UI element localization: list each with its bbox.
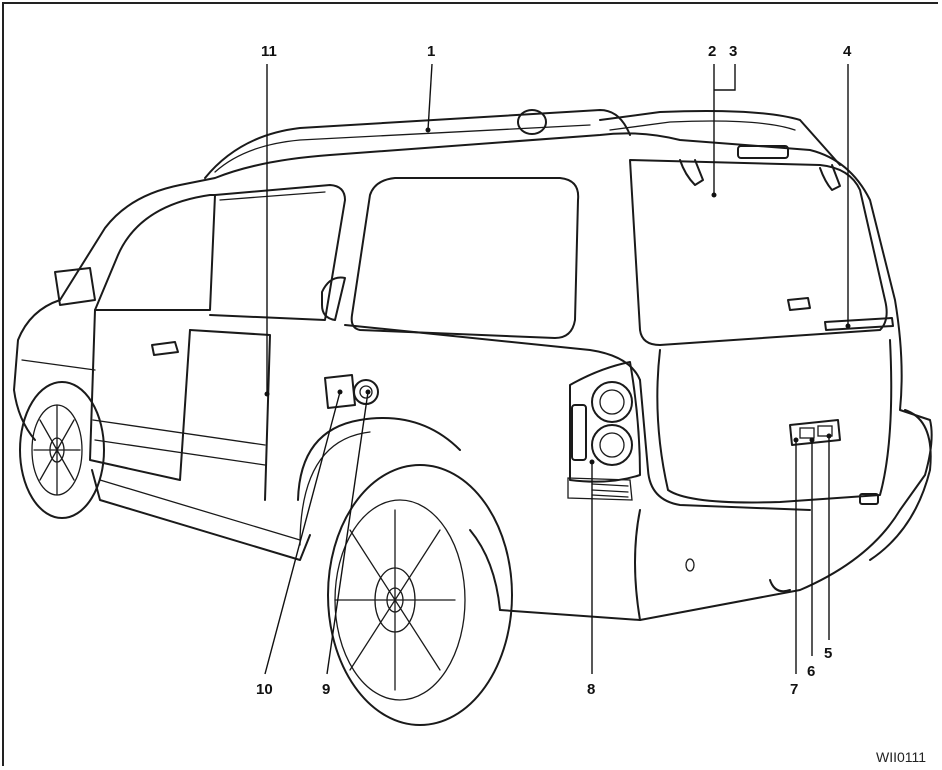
callout-3: 3	[729, 43, 737, 60]
figure-code: WII0111	[876, 749, 926, 765]
callout-4: 4	[843, 43, 852, 60]
callout-5: 5	[824, 645, 832, 662]
callout-2: 2	[708, 43, 716, 60]
callout-labels: 11 1 2 3 4 5 6 7 8 9 10	[256, 43, 852, 698]
callout-6: 6	[807, 663, 815, 680]
callout-11: 11	[261, 43, 277, 60]
vehicle-outline	[13, 109, 933, 726]
callout-1: 1	[427, 43, 435, 60]
callout-10: 10	[256, 681, 273, 698]
callout-7: 7	[790, 681, 798, 698]
callout-9: 9	[322, 681, 330, 698]
callout-8: 8	[587, 681, 595, 698]
leader-lines	[264, 63, 851, 675]
